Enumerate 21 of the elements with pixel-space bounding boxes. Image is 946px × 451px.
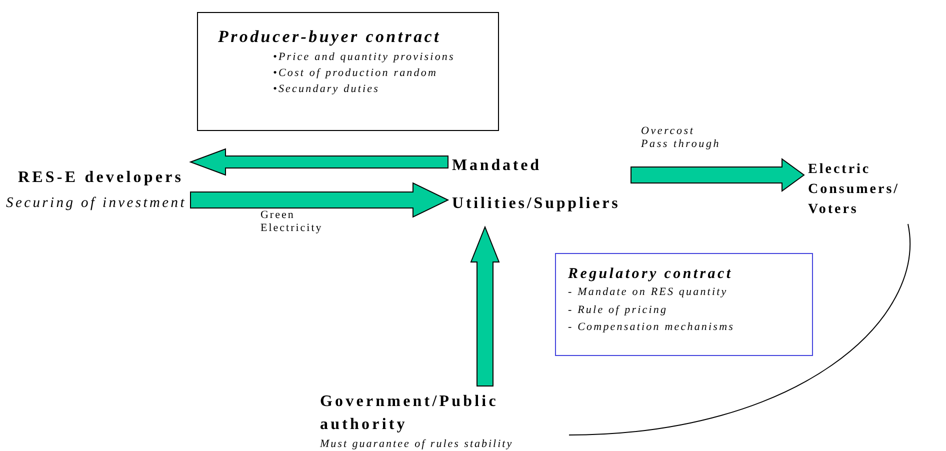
block-arrow — [470, 226, 500, 386]
connector-line — [568, 224, 910, 436]
actor-name: Mandated Utilities/Suppliers — [452, 156, 622, 214]
list-item: •Cost of production random — [273, 66, 439, 81]
list-item: - Rule of pricing — [568, 302, 669, 318]
actor-name: Government/Public authority — [320, 392, 500, 435]
block-arrow — [190, 182, 450, 218]
actor-name: Electric Consumers/ Voters — [808, 161, 901, 219]
block-arrow — [189, 148, 448, 176]
actor-subtitle: Must guarantee of rules stability — [320, 437, 514, 451]
contract-box — [197, 12, 499, 131]
block-arrow — [630, 158, 805, 192]
contract-box — [555, 253, 813, 356]
box-heading: Regulatory contract — [568, 265, 734, 284]
actor-name: RES-E developers — [18, 168, 185, 188]
box-heading: Producer-buyer contract — [218, 26, 442, 48]
list-item: •Price and quantity provisions — [273, 50, 456, 65]
actor-subtitle: Securing of investment — [6, 194, 186, 213]
list-item: - Mandate on RES quantity — [568, 285, 729, 300]
list-item: - Compensation mechanisms — [568, 320, 736, 335]
list-item: •Secundary duties — [273, 82, 381, 97]
